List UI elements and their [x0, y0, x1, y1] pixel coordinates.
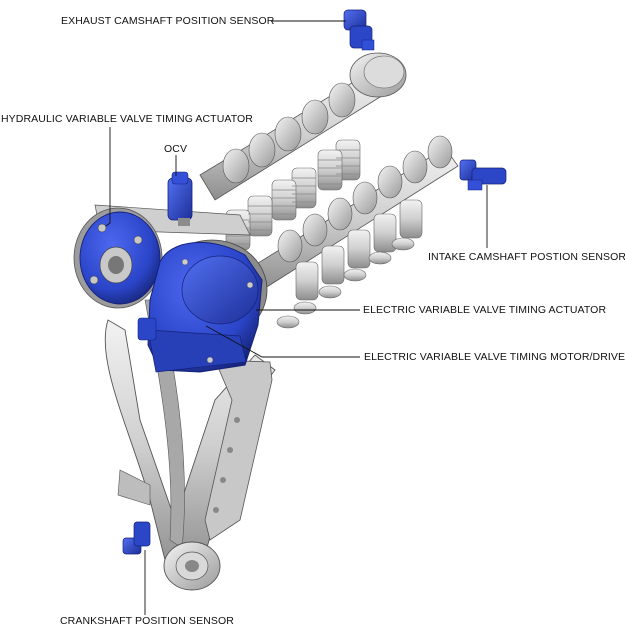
label-electric-vvt-actuator: ELECTRIC VARIABLE VALVE TIMING ACTUATOR — [363, 304, 607, 316]
crankshaft-sprocket — [163, 541, 221, 591]
intake-cam-sensor — [459, 159, 507, 191]
crankshaft-sensor — [122, 521, 151, 555]
leader-electric-vvt-motor — [205, 325, 360, 358]
label-intake-camshaft-sensor: INTAKE CAMSHAFT POSTION SENSOR — [428, 251, 625, 263]
intake-valve-springs — [276, 199, 423, 329]
electric-vvt-assembly — [137, 239, 268, 373]
intake-camshaft — [249, 135, 459, 291]
exhaust-camshaft — [199, 52, 407, 201]
exhaust-valve-springs — [225, 139, 361, 251]
label-hydraulic-vvt-actuator: HYDRAULIC VARIABLE VALVE TIMING ACTUATOR — [1, 113, 253, 125]
hydraulic-vvt-actuator — [73, 207, 163, 309]
label-crankshaft-position-sensor: CRANKSHAFT POSITION SENSOR — [60, 615, 234, 627]
timing-chain — [104, 299, 276, 574]
label-electric-vvt-motor-driver: ELECTRIC VARIABLE VALVE TIMING MOTOR/DRI… — [364, 351, 625, 363]
leader-lines — [105, 20, 488, 615]
leader-hydraulic-vvt — [105, 127, 111, 227]
label-ocv: OCV — [164, 143, 188, 155]
label-exhaust-camshaft-sensor: EXHAUST CAMSHAFT POSITION SENSOR — [61, 15, 275, 27]
exhaust-cam-sensor — [343, 9, 375, 51]
ocv-valve — [167, 171, 193, 226]
